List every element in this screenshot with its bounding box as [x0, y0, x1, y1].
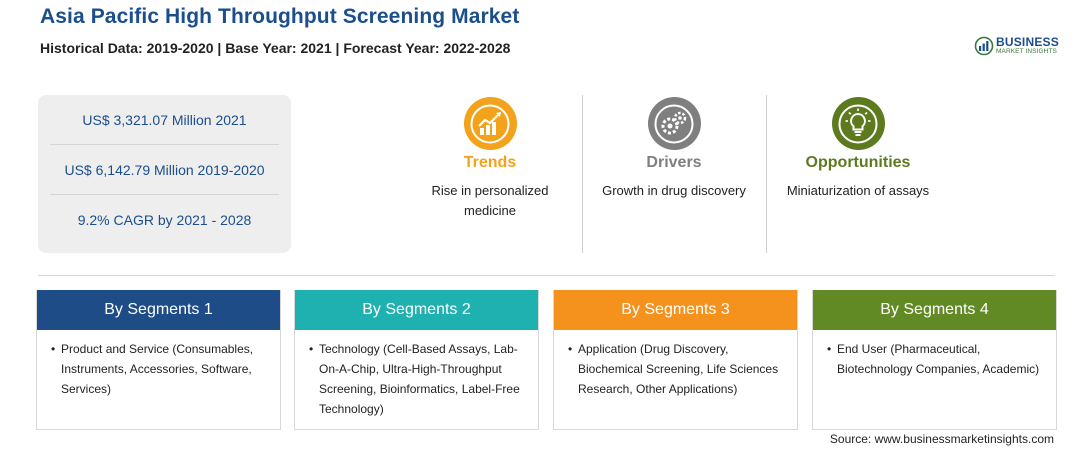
segment-2-item: Technology (Cell-Based Assays, Lab-On-A-… [309, 339, 524, 419]
segment-4-header: By Segments 4 [813, 290, 1056, 330]
segment-1-item: Product and Service (Consumables, Instru… [51, 339, 266, 399]
insight-drivers: Drivers Growth in drug discovery [584, 95, 764, 255]
segment-2-header: By Segments 2 [295, 290, 538, 330]
market-stats-panel: US$ 3,321.07 Million 2021 US$ 6,142.79 M… [38, 95, 291, 253]
page-title: Asia Pacific High Throughput Screening M… [40, 5, 520, 28]
drivers-label: Drivers [646, 154, 702, 171]
segment-card-4: By Segments 4 End User (Pharmaceutical, … [812, 290, 1057, 430]
trends-label: Trends [463, 154, 517, 171]
segment-3-header: By Segments 3 [554, 290, 797, 330]
trend-chart-icon [463, 97, 517, 150]
insight-trends: Trends Rise in personalized medicine [400, 95, 580, 255]
source-credit: Source: www.businessmarketinsights.com [829, 432, 1054, 446]
page-subtitle: Historical Data: 2019-2020 | Base Year: … [40, 40, 511, 56]
opportunities-label: Opportunities [805, 154, 911, 171]
section-divider [38, 275, 1055, 276]
company-logo[interactable]: BUSINESS MARKET INSIGHTS [974, 36, 1059, 56]
segment-card-2: By Segments 2 Technology (Cell-Based Ass… [294, 290, 539, 430]
segment-3-item: Application (Drug Discovery, Biochemical… [568, 339, 783, 399]
globe-logo-icon [974, 36, 994, 56]
segment-card-1: By Segments 1 Product and Service (Consu… [36, 290, 281, 430]
drivers-description: Growth in drug discovery [602, 183, 746, 198]
gears-icon [647, 97, 701, 150]
stat-cagr: 9.2% CAGR by 2021 - 2028 [77, 212, 252, 228]
stat-market-size-historical: US$ 6,142.79 Million 2019-2020 [50, 145, 279, 195]
logo-wordmark: BUSINESS [996, 35, 1059, 50]
stat-market-size-2021: US$ 3,321.07 Million 2021 [50, 95, 279, 145]
trends-description: Rise in personalized medicine [431, 183, 549, 218]
divider [766, 95, 767, 253]
segment-4-item: End User (Pharmaceutical, Biotechnology … [827, 339, 1042, 379]
insight-opportunities: Opportunities Miniaturization of assays [768, 95, 948, 255]
logo-tagline: MARKET INSIGHTS [996, 48, 1057, 56]
segment-card-3: By Segments 3 Application (Drug Discover… [553, 290, 798, 430]
lightbulb-icon [831, 97, 885, 150]
segment-1-header: By Segments 1 [37, 290, 280, 330]
divider [582, 95, 583, 253]
opportunities-description: Miniaturization of assays [786, 183, 930, 198]
